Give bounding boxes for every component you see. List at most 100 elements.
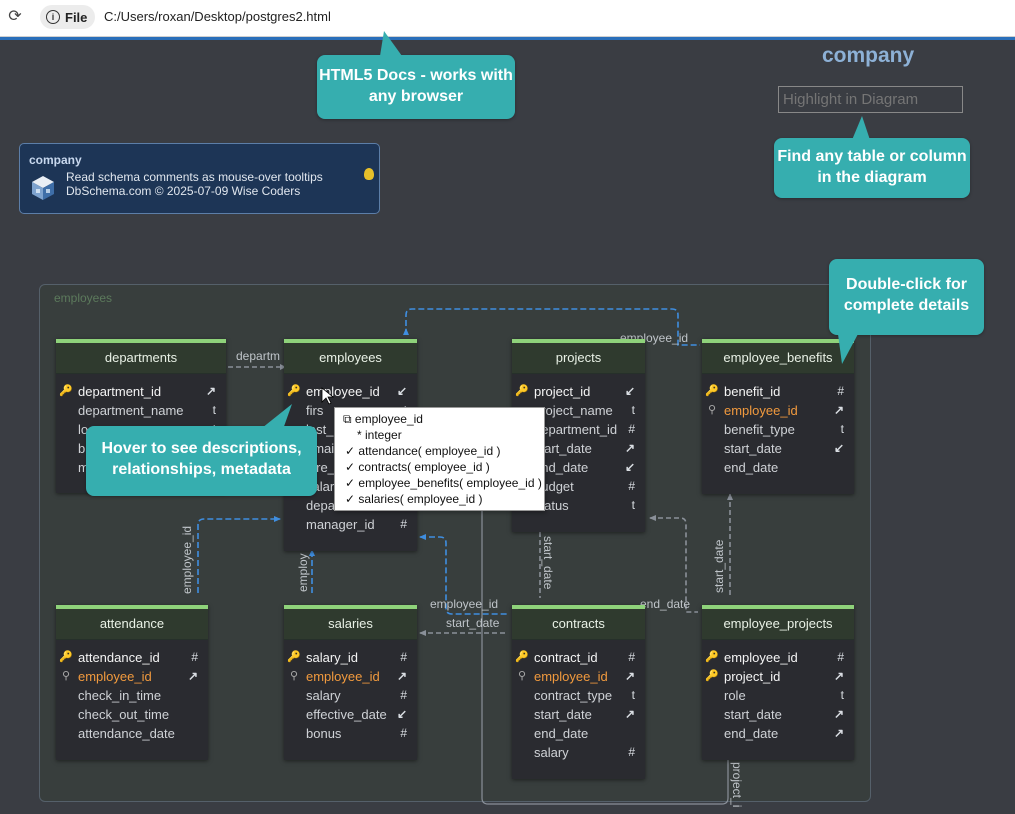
column-row[interactable]: m [56,458,226,477]
column-row[interactable]: start_date↗ [512,439,645,458]
site-info-chip[interactable]: i File [40,5,96,29]
column-row[interactable]: end_date↙ [512,458,645,477]
column-name: department_id [534,422,618,437]
column-row[interactable]: 🔑project_id↙ [512,382,645,401]
column-row[interactable]: manager_id# [284,515,417,534]
column-icon: ⧉ [343,412,355,426]
address-bar-url[interactable]: C:/Users/roxan/Desktop/postgres2.html [104,9,331,24]
column-row[interactable]: 🔑department_id↗ [56,382,226,401]
column-name: firs [306,403,324,418]
column-row[interactable]: end_date↗ [702,724,854,743]
lightbulb-icon[interactable] [364,168,374,180]
column-type-icon: ↙ [624,384,635,398]
table-header[interactable]: attendance [56,609,208,640]
column-type-icon: ↙ [833,441,844,455]
table-employee-projects[interactable]: employee_projects 🔑employee_id#🔑project_… [702,605,854,760]
column-type-icon: ↗ [624,441,635,455]
table-attendance[interactable]: attendance 🔑attendance_id# ⚲ employee_id ↗ c… [56,605,208,760]
column-name: employee_id [724,650,798,665]
highlight-search-input[interactable] [778,86,963,113]
column-row[interactable]: b [56,439,226,458]
column-row[interactable]: effective_date↙ [284,705,417,724]
column-name: contract_id [534,650,598,665]
column-name: attendance_id [78,650,160,665]
edge-label-start-date-con: start_date [446,616,500,630]
column-row[interactable]: bonus# [284,724,417,743]
table-employee-benefits[interactable]: employee_benefits 🔑 benefit_id # ⚲employee_… [702,339,854,494]
column-row[interactable]: role t [702,686,854,705]
column-row[interactable]: 🔑project_id↗ [702,667,854,686]
column-row[interactable]: ⚲ employee_id ↗ [56,667,208,686]
column-row[interactable]: 🔑contract_id# [512,648,645,667]
column-list: 🔑attendance_id# ⚲ employee_id ↗ check_in_tim… [56,640,208,743]
column-row[interactable]: check_out_time [56,705,208,724]
column-row[interactable]: attendance_date [56,724,208,743]
column-row[interactable]: start_date↙ [702,439,854,458]
top-accent-line [0,37,1015,40]
table-header[interactable]: salaries [284,609,417,640]
table-salaries[interactable]: salaries 🔑salary_id#⚲employee_id↗salary#… [284,605,417,760]
callout-html5-docs: HTML5 Docs - works with any browser [317,55,515,119]
column-type-icon: # [400,650,407,664]
table-header[interactable]: departments [56,343,226,374]
column-type-icon: ↗ [187,669,198,683]
column-name: start_date [534,707,592,722]
primary-key-icon: 🔑 [705,385,719,397]
column-type-icon: # [628,479,635,493]
column-row[interactable]: ⚲employee_id↗ [702,401,854,420]
column-type-icon: # [837,650,844,664]
column-name: benefit_type [724,422,795,437]
foreign-key-icon: ⚲ [289,670,299,682]
column-name: role [724,688,746,703]
primary-key-icon: 🔑 [287,651,301,663]
column-name: department_name [78,403,184,418]
column-name: benefit_id [724,384,781,399]
callout-hover: Hover to see descriptions, relationships… [86,426,317,496]
column-name: employee_id [534,669,608,684]
column-name: employee_id [78,669,152,684]
column-row[interactable]: 🔑 benefit_id # [702,382,854,401]
column-row[interactable]: check_in_time [56,686,208,705]
column-row[interactable]: end_date [512,724,645,743]
column-row[interactable]: salary# [284,686,417,705]
column-row[interactable]: start_date↗ [702,705,854,724]
column-type-icon: # [837,384,844,398]
column-type-icon: ↙ [624,460,635,474]
foreign-key-icon: ⚲ [61,670,71,682]
column-type-icon: t [840,688,844,702]
column-type-icon: # [628,650,635,664]
column-row[interactable]: end_date [702,458,854,477]
column-name: check_out_time [78,707,170,722]
info-line-2: DbSchema.com © 2025-07-09 Wise Coders [66,184,301,198]
column-type-icon: # [628,422,635,436]
edge-label-departm: departm [236,349,281,363]
column-row[interactable]: ⚲employee_id↗ [284,667,417,686]
column-row[interactable]: start_date ↗ [512,705,645,724]
table-contracts[interactable]: contracts 🔑contract_id#⚲employee_id↗cont… [512,605,645,779]
table-header[interactable]: employee_projects [702,609,854,640]
column-type-icon: # [400,726,407,740]
table-header[interactable]: projects [512,343,645,374]
group-label: employees [54,291,113,305]
column-list: 🔑department_id↗department_nametloctbm [56,374,226,477]
rel-employees-benefits [405,308,700,346]
column-name: salary [306,688,341,703]
table-header[interactable]: contracts [512,609,645,640]
table-header[interactable]: employees [284,343,417,374]
column-row[interactable]: 🔑attendance_id# [56,648,208,667]
column-row[interactable]: 🔑salary_id# [284,648,417,667]
table-header[interactable]: employee_benefits [702,343,854,374]
column-row[interactable]: 🔑employee_id# [702,648,854,667]
mouse-cursor-icon [321,387,335,405]
column-type-icon: ↗ [624,707,635,721]
column-row[interactable]: ⚲employee_id↗ [512,667,645,686]
column-row[interactable]: salary# [512,743,645,762]
column-row[interactable]: department_id # [512,420,645,439]
column-row[interactable]: depa [284,496,417,515]
reload-icon[interactable]: ⟳ [8,8,22,25]
